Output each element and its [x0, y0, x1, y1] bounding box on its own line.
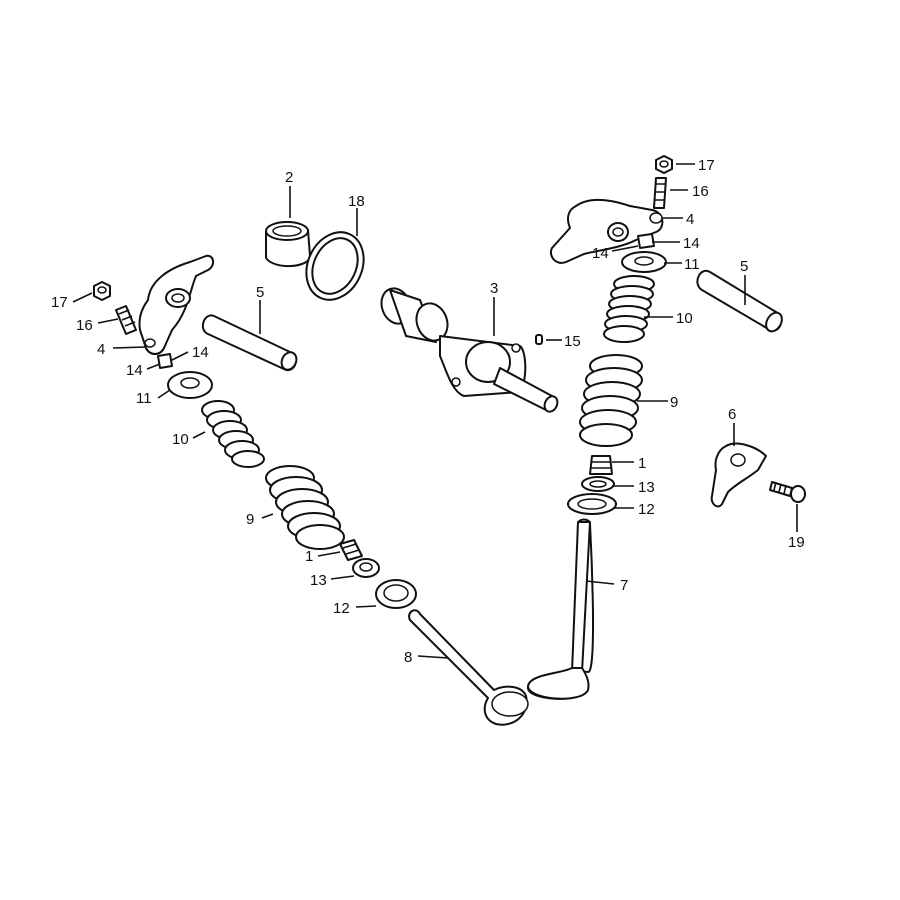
- callout-14-right-left: 14: [592, 245, 609, 262]
- callout-9-right: 9: [670, 394, 678, 411]
- left-rocker-arm: [138, 254, 214, 355]
- right-inner-valve-spring: [603, 275, 655, 343]
- callout-12-right: 12: [638, 501, 655, 518]
- callout-18: 18: [348, 193, 365, 210]
- callout-13-left: 13: [310, 572, 327, 589]
- left-valve-cotter: [157, 353, 173, 369]
- callout-13-right: 13: [638, 479, 655, 496]
- callout-4-right: 4: [686, 211, 694, 228]
- right-adjuster-nut: [655, 155, 673, 174]
- o-ring: [305, 231, 365, 301]
- camshaft: [380, 287, 559, 413]
- callout-14-left-upper: 14: [192, 344, 209, 361]
- callout-11-left: 11: [136, 390, 152, 407]
- left-inner-valve-spring: [201, 400, 265, 468]
- right-spring-seat-washer: [581, 476, 615, 492]
- callout-11-right: 11: [684, 256, 700, 273]
- left-rocker-shaft: [201, 314, 298, 372]
- leader-lines: [72, 163, 798, 659]
- cam-chain-guide: [710, 442, 767, 508]
- right-rocker-arm: [550, 199, 664, 264]
- right-spring-seat: [567, 493, 617, 515]
- callout-17-right: 17: [698, 157, 715, 174]
- camshaft-bearing: [265, 221, 311, 267]
- intake-valve-highlighted[interactable]: [527, 518, 595, 700]
- left-spring-seat: [375, 579, 417, 609]
- callout-10-right: 10: [676, 310, 693, 327]
- callout-16-left: 16: [76, 317, 93, 334]
- callout-19: 19: [788, 534, 805, 551]
- left-spring-retainer: [167, 371, 213, 399]
- callout-12-left: 12: [333, 600, 350, 617]
- callout-labels: 17 16 4 14 14 11 10 9 1 13 12 8 2 18 5 3…: [51, 157, 805, 666]
- callout-3: 3: [490, 280, 498, 297]
- callout-15: 15: [564, 333, 581, 350]
- callout-1-left: 1: [305, 548, 313, 565]
- callout-5-left: 5: [256, 284, 264, 301]
- callout-7: 7: [620, 577, 628, 594]
- left-spring-seat-washer: [352, 558, 380, 578]
- left-adjuster-screw: [115, 305, 137, 335]
- right-valve-cotter: [637, 233, 655, 249]
- right-outer-valve-spring: [579, 354, 643, 447]
- right-valve-stem-seal: [589, 455, 613, 475]
- callout-9-left: 9: [246, 511, 254, 528]
- callout-4-left: 4: [97, 341, 105, 358]
- exhaust-valve: [408, 609, 529, 726]
- callout-14-right-right: 14: [683, 235, 700, 252]
- left-adjuster-nut: [93, 281, 111, 301]
- callout-1-right: 1: [638, 455, 646, 472]
- callout-17-left: 17: [51, 294, 68, 311]
- camshaft-pin: [535, 334, 543, 345]
- callout-5-right: 5: [740, 258, 748, 275]
- callout-2: 2: [285, 169, 293, 186]
- right-spring-retainer: [621, 251, 667, 273]
- right-adjuster-screw: [653, 177, 667, 209]
- callout-8: 8: [404, 649, 412, 666]
- right-rocker-shaft: [696, 269, 783, 333]
- callout-16-right: 16: [692, 183, 709, 200]
- left-outer-valve-spring: [265, 465, 345, 550]
- guide-bolt: [769, 481, 806, 503]
- callout-14-left-lower: 14: [126, 362, 143, 379]
- left-valve-stem-seal: [339, 539, 363, 561]
- callout-6: 6: [728, 406, 736, 423]
- callout-10-left: 10: [172, 431, 189, 448]
